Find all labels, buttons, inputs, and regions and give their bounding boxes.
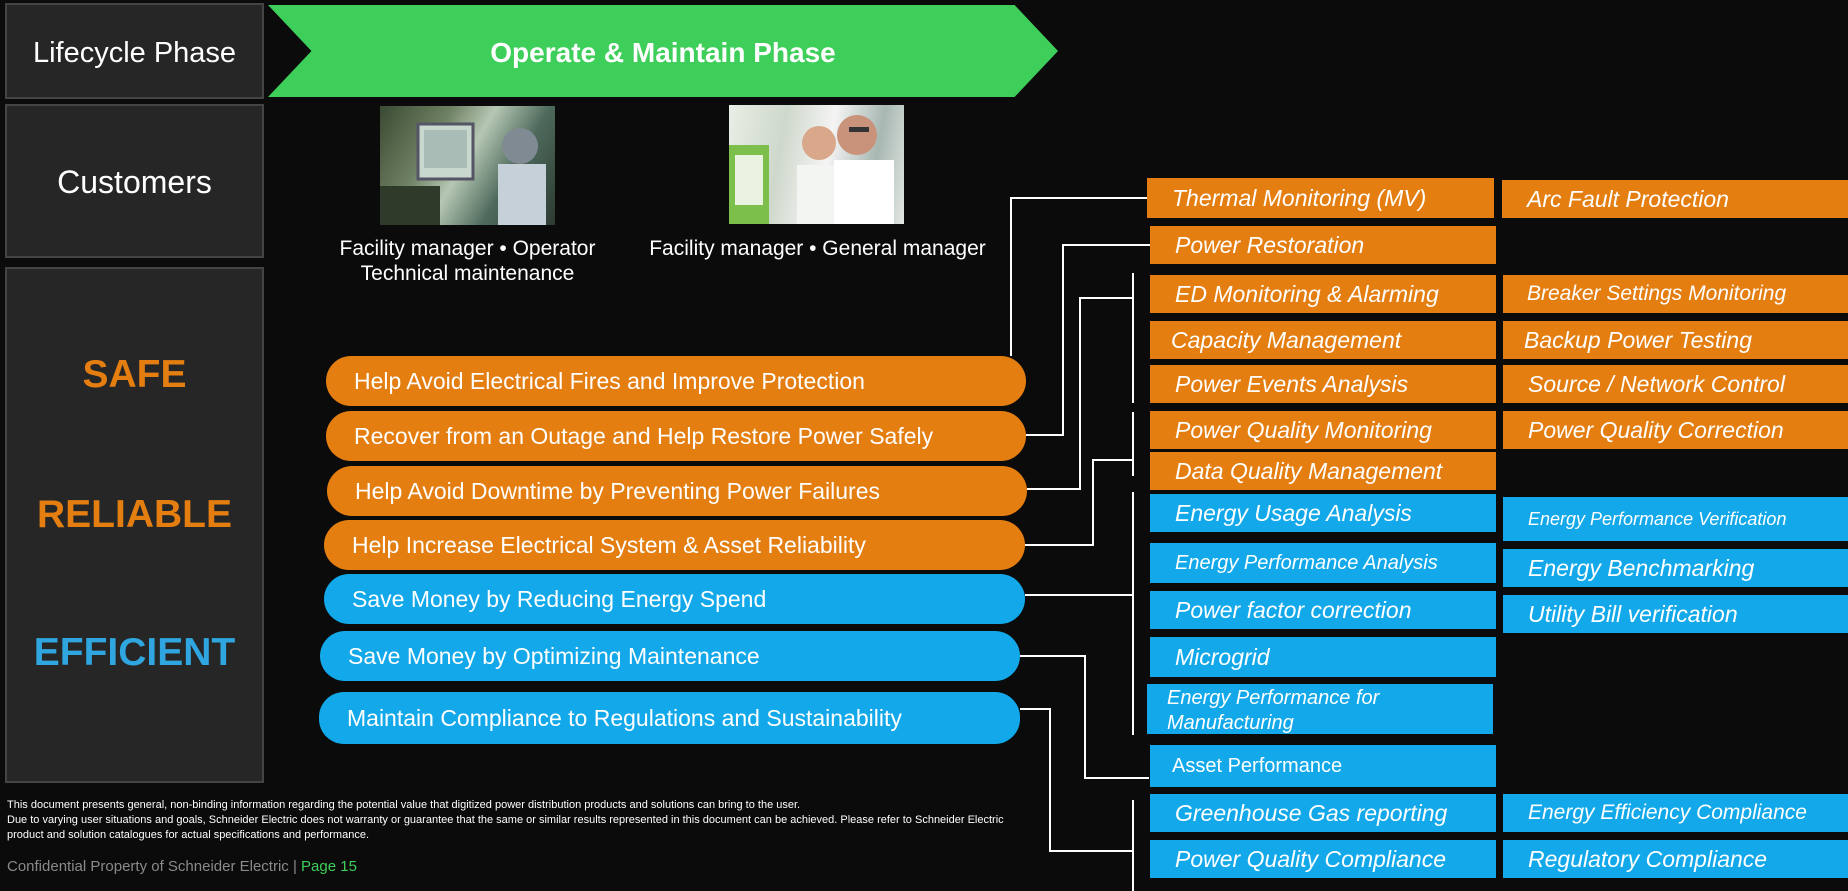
value-prop-downtime: Help Avoid Downtime by Preventing Power … [327, 466, 1027, 516]
solution-pq-compliance: Power Quality Compliance [1150, 840, 1496, 878]
solution-ed-monitoring: ED Monitoring & Alarming [1150, 275, 1496, 313]
phase-label: Operate & Maintain Phase [490, 37, 836, 68]
value-prop-reliability: Help Increase Electrical System & Asset … [324, 520, 1025, 570]
disclaimer: This document presents general, non-bind… [7, 798, 1037, 843]
solution-power-events: Power Events Analysis [1150, 365, 1496, 403]
benefit-reliable: RELIABLE [37, 493, 232, 536]
connector-compliance [1020, 708, 1133, 852]
solution-arc-fault: Arc Fault Protection [1502, 180, 1848, 218]
solution-power-factor: Power factor correction [1150, 591, 1496, 629]
operator-photo [380, 106, 555, 225]
disclaimer-line1: This document presents general, non-bind… [7, 799, 801, 811]
value-prop-outage: Recover from an Outage and Help Restore … [326, 411, 1026, 461]
customer-caption-1-line1: Facility manager • Operator [339, 237, 596, 260]
connector-downtime [1027, 297, 1133, 490]
solution-asset-performance: Asset Performance [1150, 745, 1496, 787]
solution-energy-benchmarking: Energy Benchmarking [1503, 549, 1848, 587]
solution-utility-bill: Utility Bill verification [1503, 595, 1848, 633]
solution-energy-efficiency-compliance: Energy Efficiency Compliance [1503, 794, 1848, 832]
solution-thermal-monitoring: Thermal Monitoring (MV) [1147, 178, 1494, 218]
lifecycle-phase-label: Lifecycle Phase [32, 37, 237, 69]
customer-caption-2: Facility manager • General manager [635, 236, 1000, 261]
solution-data-quality: Data Quality Management [1150, 452, 1496, 490]
footer-confidential: Confidential Property of Schneider Elect… [7, 858, 302, 875]
solution-capacity-management: Capacity Management [1150, 321, 1496, 359]
solution-energy-performance-manufacturing: Energy Performance for Manufacturing [1147, 684, 1493, 734]
solution-energy-performance-verification: Energy Performance Verification [1503, 497, 1848, 541]
managers-photo [729, 105, 904, 224]
customers-label: Customers [57, 164, 212, 200]
customer-caption-1: Facility manager • Operator Technical ma… [320, 236, 615, 286]
solution-power-restoration: Power Restoration [1150, 226, 1496, 264]
solution-ghg-reporting: Greenhouse Gas reporting [1150, 794, 1496, 832]
value-prop-energy-spend: Save Money by Reducing Energy Spend [324, 574, 1025, 624]
page-number: Page 15 [301, 858, 357, 875]
lifecycle-phase-box: Lifecycle Phase [5, 3, 264, 99]
value-prop-maintenance: Save Money by Optimizing Maintenance [320, 631, 1020, 681]
benefit-efficient: EFFICIENT [33, 631, 236, 674]
customer-caption-1-line2: Technical maintenance [360, 262, 575, 285]
phase-arrow: Operate & Maintain Phase [268, 5, 1058, 97]
solution-energy-performance-analysis: Energy Performance Analysis [1150, 543, 1496, 583]
connector-fires [1010, 197, 1147, 356]
benefits-box: SAFE RELIABLE EFFICIENT [5, 267, 264, 783]
solution-pq-correction: Power Quality Correction [1503, 411, 1848, 449]
solution-microgrid: Microgrid [1150, 637, 1496, 677]
connector-maintenance [1020, 655, 1149, 779]
disclaimer-line2: Due to varying user situations and goals… [7, 814, 1004, 841]
benefit-safe: SAFE [82, 353, 187, 396]
value-prop-compliance: Maintain Compliance to Regulations and S… [319, 692, 1020, 744]
connector-reliability [1025, 459, 1133, 546]
footer: Confidential Property of Schneider Elect… [7, 858, 357, 875]
connector-outage [1025, 244, 1150, 436]
solution-pq-monitoring: Power Quality Monitoring [1150, 411, 1496, 449]
solution-energy-usage: Energy Usage Analysis [1150, 494, 1496, 532]
customers-box: Customers [5, 104, 264, 258]
solution-breaker-settings: Breaker Settings Monitoring [1503, 275, 1848, 313]
solution-source-network: Source / Network Control [1503, 365, 1848, 403]
solution-backup-power: Backup Power Testing [1503, 321, 1848, 359]
value-prop-fires: Help Avoid Electrical Fires and Improve … [326, 356, 1026, 406]
customer-caption-2-line1: Facility manager • General manager [649, 237, 986, 260]
solution-regulatory-compliance: Regulatory Compliance [1503, 840, 1848, 878]
